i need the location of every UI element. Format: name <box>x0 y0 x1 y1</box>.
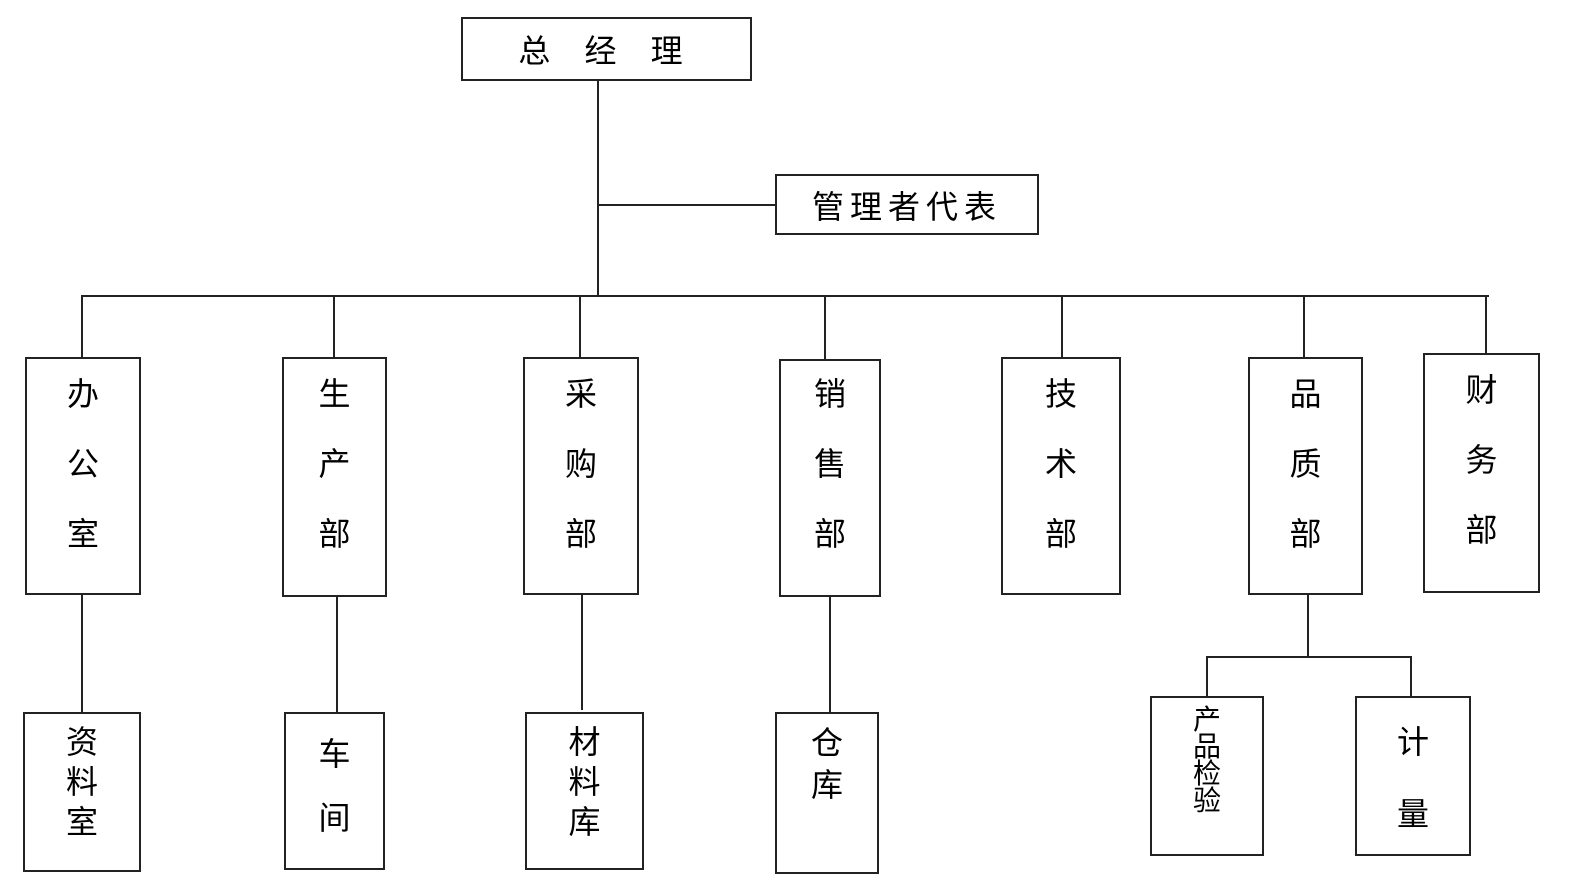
char: 量 <box>1396 795 1429 833</box>
department-technology: 技 术 部 <box>1001 357 1121 595</box>
department-quality: 品 质 部 <box>1248 357 1363 595</box>
char: 检 <box>1192 757 1221 790</box>
general-manager-label: 总 经 理 <box>518 32 695 70</box>
connector-dept-finance <box>1485 295 1487 353</box>
department-sales: 销 售 部 <box>779 359 881 597</box>
connector-representative <box>597 204 776 206</box>
char: 部 <box>318 515 351 553</box>
char: 产 <box>318 445 351 483</box>
char: 验 <box>1192 784 1221 817</box>
department-production: 生 产 部 <box>282 357 387 597</box>
management-representative-label: 管理者代表 <box>811 187 1002 226</box>
char: 销 <box>813 375 846 413</box>
connector-sub-workshop <box>336 597 338 713</box>
char: 资 <box>65 723 98 761</box>
char: 品 <box>1289 375 1322 413</box>
department-office: 办 公 室 <box>25 357 141 595</box>
char: 采 <box>564 375 597 413</box>
char: 品 <box>1192 730 1221 763</box>
char: 间 <box>318 799 351 837</box>
char: 仓 <box>810 724 843 762</box>
connector-dept-production <box>333 295 335 357</box>
char: 车 <box>318 735 351 773</box>
char: 料 <box>65 763 98 801</box>
char: 室 <box>66 515 99 553</box>
management-representative-box: 管理者代表 <box>775 174 1039 235</box>
connector-sub-quality-trunk <box>1307 595 1309 657</box>
char: 务 <box>1465 441 1498 479</box>
connector-dept-technology <box>1061 295 1063 357</box>
char: 计 <box>1396 723 1429 761</box>
char: 售 <box>813 445 846 483</box>
char: 购 <box>564 445 597 483</box>
connector-sub-warehouse <box>829 597 831 713</box>
subunit-materials-store: 材 料 库 <box>525 712 644 870</box>
connector-dept-office <box>81 295 83 357</box>
char: 术 <box>1044 445 1077 483</box>
char: 部 <box>1289 515 1322 553</box>
char: 材 <box>568 723 601 761</box>
char: 库 <box>568 803 601 841</box>
department-finance: 财 务 部 <box>1423 353 1540 593</box>
connector-dept-purchasing <box>579 295 581 357</box>
connector-dept-quality <box>1303 295 1305 357</box>
connector-trunk <box>597 81 599 297</box>
char: 财 <box>1465 371 1498 409</box>
char: 库 <box>810 766 843 804</box>
connector-sub-inspection <box>1206 656 1208 697</box>
general-manager-box: 总 经 理 <box>461 17 752 81</box>
subunit-archive-room: 资 料 室 <box>23 712 141 872</box>
char: 料 <box>568 763 601 801</box>
char: 生 <box>318 375 351 413</box>
connector-sub-archive <box>81 595 83 713</box>
char: 产 <box>1192 703 1221 736</box>
char: 公 <box>66 445 99 483</box>
char: 质 <box>1289 445 1322 483</box>
char: 部 <box>564 515 597 553</box>
char: 部 <box>1465 511 1498 549</box>
connector-sub-materials <box>581 595 583 710</box>
char: 技 <box>1044 375 1077 413</box>
department-purchasing: 采 购 部 <box>523 357 639 595</box>
char: 办 <box>66 375 99 413</box>
subunit-warehouse: 仓 库 <box>775 712 879 874</box>
connector-sub-metrology <box>1410 656 1412 697</box>
connector-department-bus <box>81 295 1489 297</box>
char: 室 <box>65 803 98 841</box>
connector-sub-quality-bus <box>1206 656 1412 658</box>
char: 部 <box>813 515 846 553</box>
char: 部 <box>1044 515 1077 553</box>
subunit-workshop: 车 间 <box>284 712 385 870</box>
subunit-metrology: 计 量 <box>1355 696 1471 856</box>
subunit-product-inspection: 产 品 检 验 <box>1150 696 1264 856</box>
connector-dept-sales <box>824 295 826 359</box>
